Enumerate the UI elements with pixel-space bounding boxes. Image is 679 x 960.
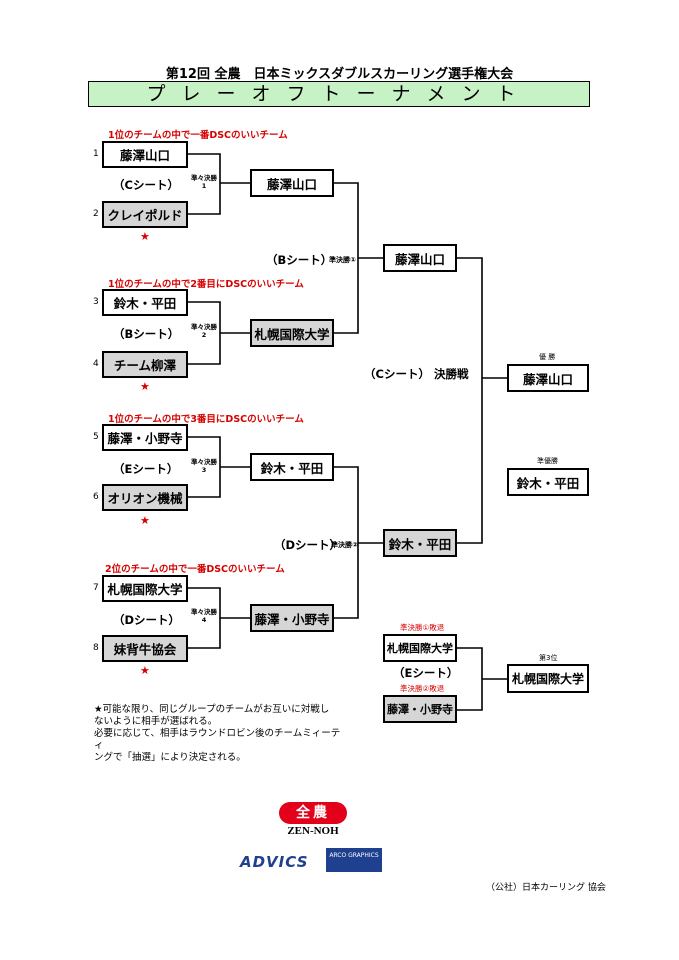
tournament-title: 第12回 全農 日本ミックスダブルスカーリング選手権大会 bbox=[165, 67, 514, 82]
third-place-sheet: （Eシート） bbox=[393, 666, 459, 680]
team-name-8: 妹背牛協会 bbox=[113, 642, 177, 657]
seed-6: 6 bbox=[93, 492, 99, 502]
sf2-winner-box: 鈴木・平田 bbox=[383, 529, 457, 557]
seed-8: 8 bbox=[93, 643, 99, 653]
team-box-7: 札幌国際大学 bbox=[102, 575, 188, 602]
team-name-4: チーム柳澤 bbox=[113, 358, 177, 373]
advics-logo: ADVICS bbox=[240, 853, 309, 871]
qf1-winner-box: 藤澤山口 bbox=[250, 169, 334, 197]
zennoh-logo: 全農 bbox=[279, 802, 347, 824]
star-mark-2: ★ bbox=[140, 380, 150, 393]
team-box-8: 妹背牛協会 bbox=[102, 635, 188, 662]
third-place-name: 札幌国際大学 bbox=[511, 672, 584, 686]
seed-7: 7 bbox=[93, 583, 99, 593]
seed-3: 3 bbox=[93, 297, 99, 307]
champion-name: 藤澤山口 bbox=[522, 371, 573, 387]
sf2-loser-label: 準決勝②敗退 bbox=[400, 684, 445, 693]
zennoh-text: ZEN-NOH bbox=[287, 825, 339, 837]
team-box-3: 鈴木・平田 bbox=[102, 289, 188, 316]
bracket-line-third bbox=[457, 647, 507, 711]
team-name-6: オリオン機械 bbox=[107, 491, 183, 506]
seed-5: 5 bbox=[93, 432, 99, 442]
champion-label: 優 勝 bbox=[539, 353, 556, 361]
star-mark-4: ★ bbox=[140, 664, 150, 677]
group3-sheet: （Eシート） bbox=[113, 462, 179, 476]
sf2-label: 準決勝② bbox=[331, 541, 358, 549]
team-name-2: クレイポルド bbox=[107, 208, 183, 223]
bracket-line-sf1 bbox=[334, 182, 383, 334]
bracket-line-qf4 bbox=[188, 587, 250, 649]
selection-note: ★可能な限り、同じグループのチームがお互いに対戦し ないように相手が選ばれる。 … bbox=[94, 704, 341, 763]
footer-org: （公社）日本カーリング 協会 bbox=[486, 883, 606, 893]
sf1-loser-label: 準決勝①敗退 bbox=[400, 623, 445, 632]
team-box-4: チーム柳澤 bbox=[102, 351, 188, 378]
sf1-label: 準決勝① bbox=[329, 256, 356, 264]
third-team-name-2: 藤澤・小野寺 bbox=[387, 703, 453, 716]
bracket-line-qf1 bbox=[188, 153, 250, 215]
bracket-line-qf3 bbox=[188, 436, 250, 498]
sf2-winner-name: 鈴木・平田 bbox=[388, 536, 452, 552]
team-name-7: 札幌国際大学 bbox=[107, 582, 183, 597]
group4-sheet: （Dシート） bbox=[113, 613, 181, 627]
team-box-6: オリオン機械 bbox=[102, 484, 188, 511]
runner-up-name: 鈴木・平田 bbox=[516, 475, 580, 491]
star-mark-3: ★ bbox=[140, 514, 150, 527]
bracket-line-sf2 bbox=[334, 466, 383, 619]
runner-up-box: 鈴木・平田 bbox=[507, 468, 589, 496]
third-team-box-1: 札幌国際大学 bbox=[383, 634, 457, 662]
third-place-box: 札幌国際大学 bbox=[507, 664, 589, 693]
runner-up-label: 準優勝 bbox=[537, 457, 558, 465]
seed-1: 1 bbox=[93, 149, 99, 159]
bracket-line-qf2 bbox=[188, 301, 250, 365]
qf2-winner-name: 札幌国際大学 bbox=[254, 326, 330, 342]
third-team-box-2: 藤澤・小野寺 bbox=[383, 695, 457, 723]
final-label: （Cシート） 決勝戦 bbox=[364, 367, 469, 381]
sf1-sheet: （Bシート） bbox=[266, 253, 333, 267]
team-box-2: クレイポルド bbox=[102, 201, 188, 228]
qf2-winner-box: 札幌国際大学 bbox=[250, 319, 334, 347]
team-name-3: 鈴木・平田 bbox=[113, 296, 177, 311]
group1-sheet: （Cシート） bbox=[113, 178, 179, 192]
qf4-winner-name: 藤澤・小野寺 bbox=[254, 611, 330, 627]
champion-box: 藤澤山口 bbox=[507, 364, 589, 392]
group2-sheet: （Bシート） bbox=[113, 327, 180, 341]
sf2-sheet: （Dシート） bbox=[274, 538, 342, 552]
qf3-winner-name: 鈴木・平田 bbox=[260, 460, 324, 476]
group2-label: 1位のチームの中で2番目にDSCのいいチーム bbox=[108, 279, 304, 290]
sf1-winner-name: 藤澤山口 bbox=[394, 251, 445, 267]
qf4-winner-box: 藤澤・小野寺 bbox=[250, 604, 334, 632]
seed-2: 2 bbox=[93, 209, 99, 219]
third-label: 第3位 bbox=[539, 654, 558, 662]
group4-label: 2位のチームの中で一番DSCのいいチーム bbox=[105, 564, 285, 575]
graphics-logo: ARCO GRAPHICS bbox=[326, 848, 382, 872]
qf1-winner-name: 藤澤山口 bbox=[266, 176, 317, 192]
qf3-winner-box: 鈴木・平田 bbox=[250, 453, 334, 481]
third-team-name-1: 札幌国際大学 bbox=[387, 642, 453, 655]
team-box-1: 藤澤山口 bbox=[102, 141, 188, 168]
group3-label: 1位のチームの中で3番目にDSCのいいチーム bbox=[108, 414, 304, 425]
bracket-line-final bbox=[457, 257, 507, 544]
team-name-5: 藤澤・小野寺 bbox=[107, 431, 183, 446]
star-mark-1: ★ bbox=[140, 230, 150, 243]
playoff-banner: プレーオフトーナメント bbox=[88, 81, 590, 107]
team-name-1: 藤澤山口 bbox=[119, 148, 170, 163]
group1-label: 1位のチームの中で一番DSCのいいチーム bbox=[108, 130, 288, 141]
team-box-5: 藤澤・小野寺 bbox=[102, 424, 188, 451]
sf1-winner-box: 藤澤山口 bbox=[383, 244, 457, 272]
seed-4: 4 bbox=[93, 359, 99, 369]
